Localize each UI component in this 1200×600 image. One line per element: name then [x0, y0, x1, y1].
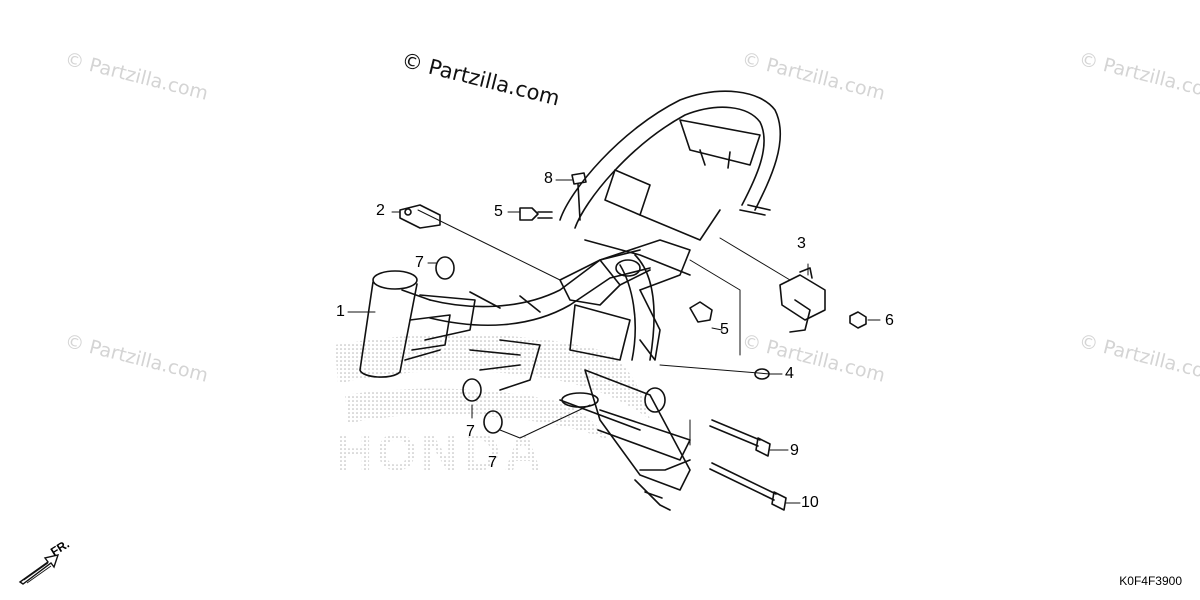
rubber-part-7-mid [462, 378, 482, 402]
bolt-part-5-upper [519, 207, 553, 221]
center-section [469, 239, 691, 391]
callout-1: 1 [336, 303, 345, 320]
callout-5-lower: 5 [720, 321, 729, 338]
callout-2: 2 [376, 202, 385, 219]
front-arrow-icon [18, 554, 60, 585]
diagram-code: K0F4F3900 [1119, 574, 1182, 588]
leader-lines [347, 179, 881, 504]
bracket-part-2 [399, 204, 441, 229]
bolt-part-10 [709, 462, 787, 511]
callout-10: 10 [801, 494, 819, 511]
engine-hanger [559, 369, 691, 511]
bracket-part-3 [779, 267, 826, 333]
honda-wordmark: HONDA [335, 424, 546, 482]
honda-wing-logo: HONDA [335, 334, 650, 482]
rubber-part-7-top [435, 256, 455, 280]
callout-7-top: 7 [415, 254, 424, 271]
bolt-part-9 [709, 419, 771, 457]
callout-6: 6 [885, 312, 894, 329]
callout-7-mid: 7 [466, 423, 475, 440]
rear-seat-loop [559, 90, 782, 276]
callout-5-upper: 5 [494, 203, 503, 220]
nut-part-6 [849, 311, 867, 329]
callout-3: 3 [797, 235, 806, 252]
head-pipe [359, 270, 476, 378]
callout-7-low: 7 [488, 454, 497, 471]
rubber-part-7-low [483, 410, 503, 434]
callout-9: 9 [790, 442, 799, 459]
bolt-part-5-lower [689, 301, 713, 323]
bolt-part-8 [571, 172, 587, 221]
callout-4: 4 [785, 365, 794, 382]
support-pipe [615, 254, 655, 361]
main-down-tube [429, 249, 651, 327]
callout-8: 8 [544, 170, 553, 187]
